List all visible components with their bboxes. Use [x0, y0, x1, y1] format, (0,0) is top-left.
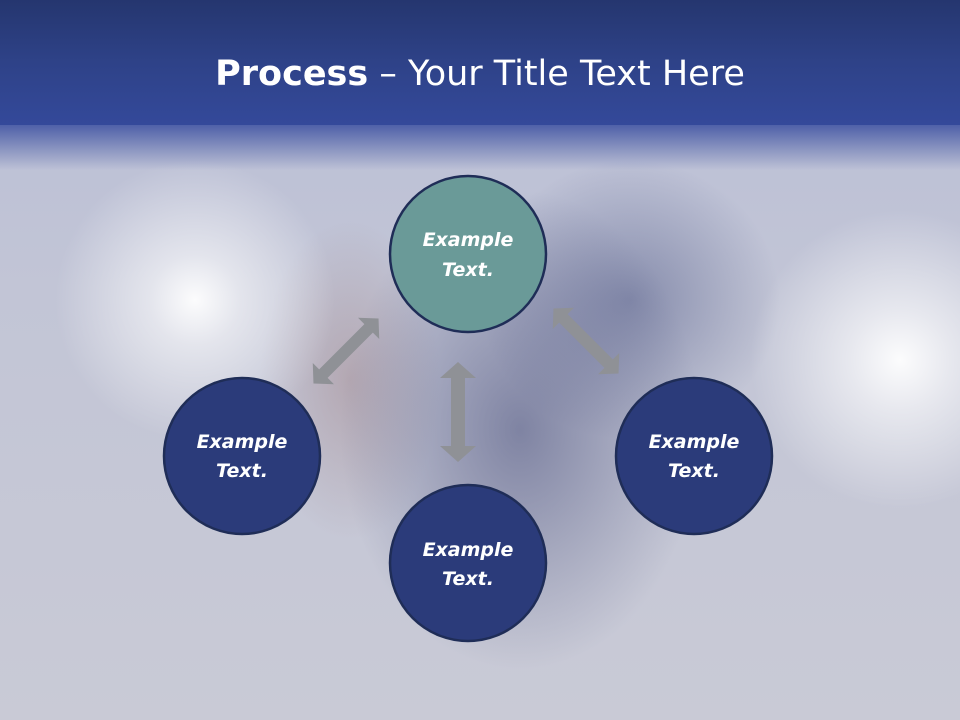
node-top-line1: Example — [423, 229, 514, 251]
process-node-top: Example Text. — [388, 174, 548, 334]
title-banner — [0, 0, 960, 125]
title-banner-fade — [0, 125, 960, 170]
slide-title-bold: Process — [215, 54, 369, 94]
slide-title-rest: – Your Title Text Here — [368, 54, 745, 94]
process-node-right: Example Text. — [614, 376, 774, 536]
node-bottom-line1: Example — [423, 539, 514, 561]
process-node-bottom: Example Text. — [388, 483, 548, 643]
double-arrow-vertical — [440, 362, 476, 462]
node-left-line2: Text. — [216, 460, 268, 482]
node-top-line2: Text. — [442, 259, 494, 281]
node-bottom-line2: Text. — [442, 568, 494, 590]
double-arrow-top-right — [552, 307, 620, 375]
arrows — [312, 307, 620, 462]
node-left-line1: Example — [197, 431, 288, 453]
node-right-line1: Example — [649, 431, 740, 453]
slide-title: Process – Your Title Text Here — [0, 50, 960, 98]
process-node-left: Example Text. — [162, 376, 322, 536]
double-arrow-top-left — [312, 317, 380, 385]
node-right-line2: Text. — [668, 460, 720, 482]
